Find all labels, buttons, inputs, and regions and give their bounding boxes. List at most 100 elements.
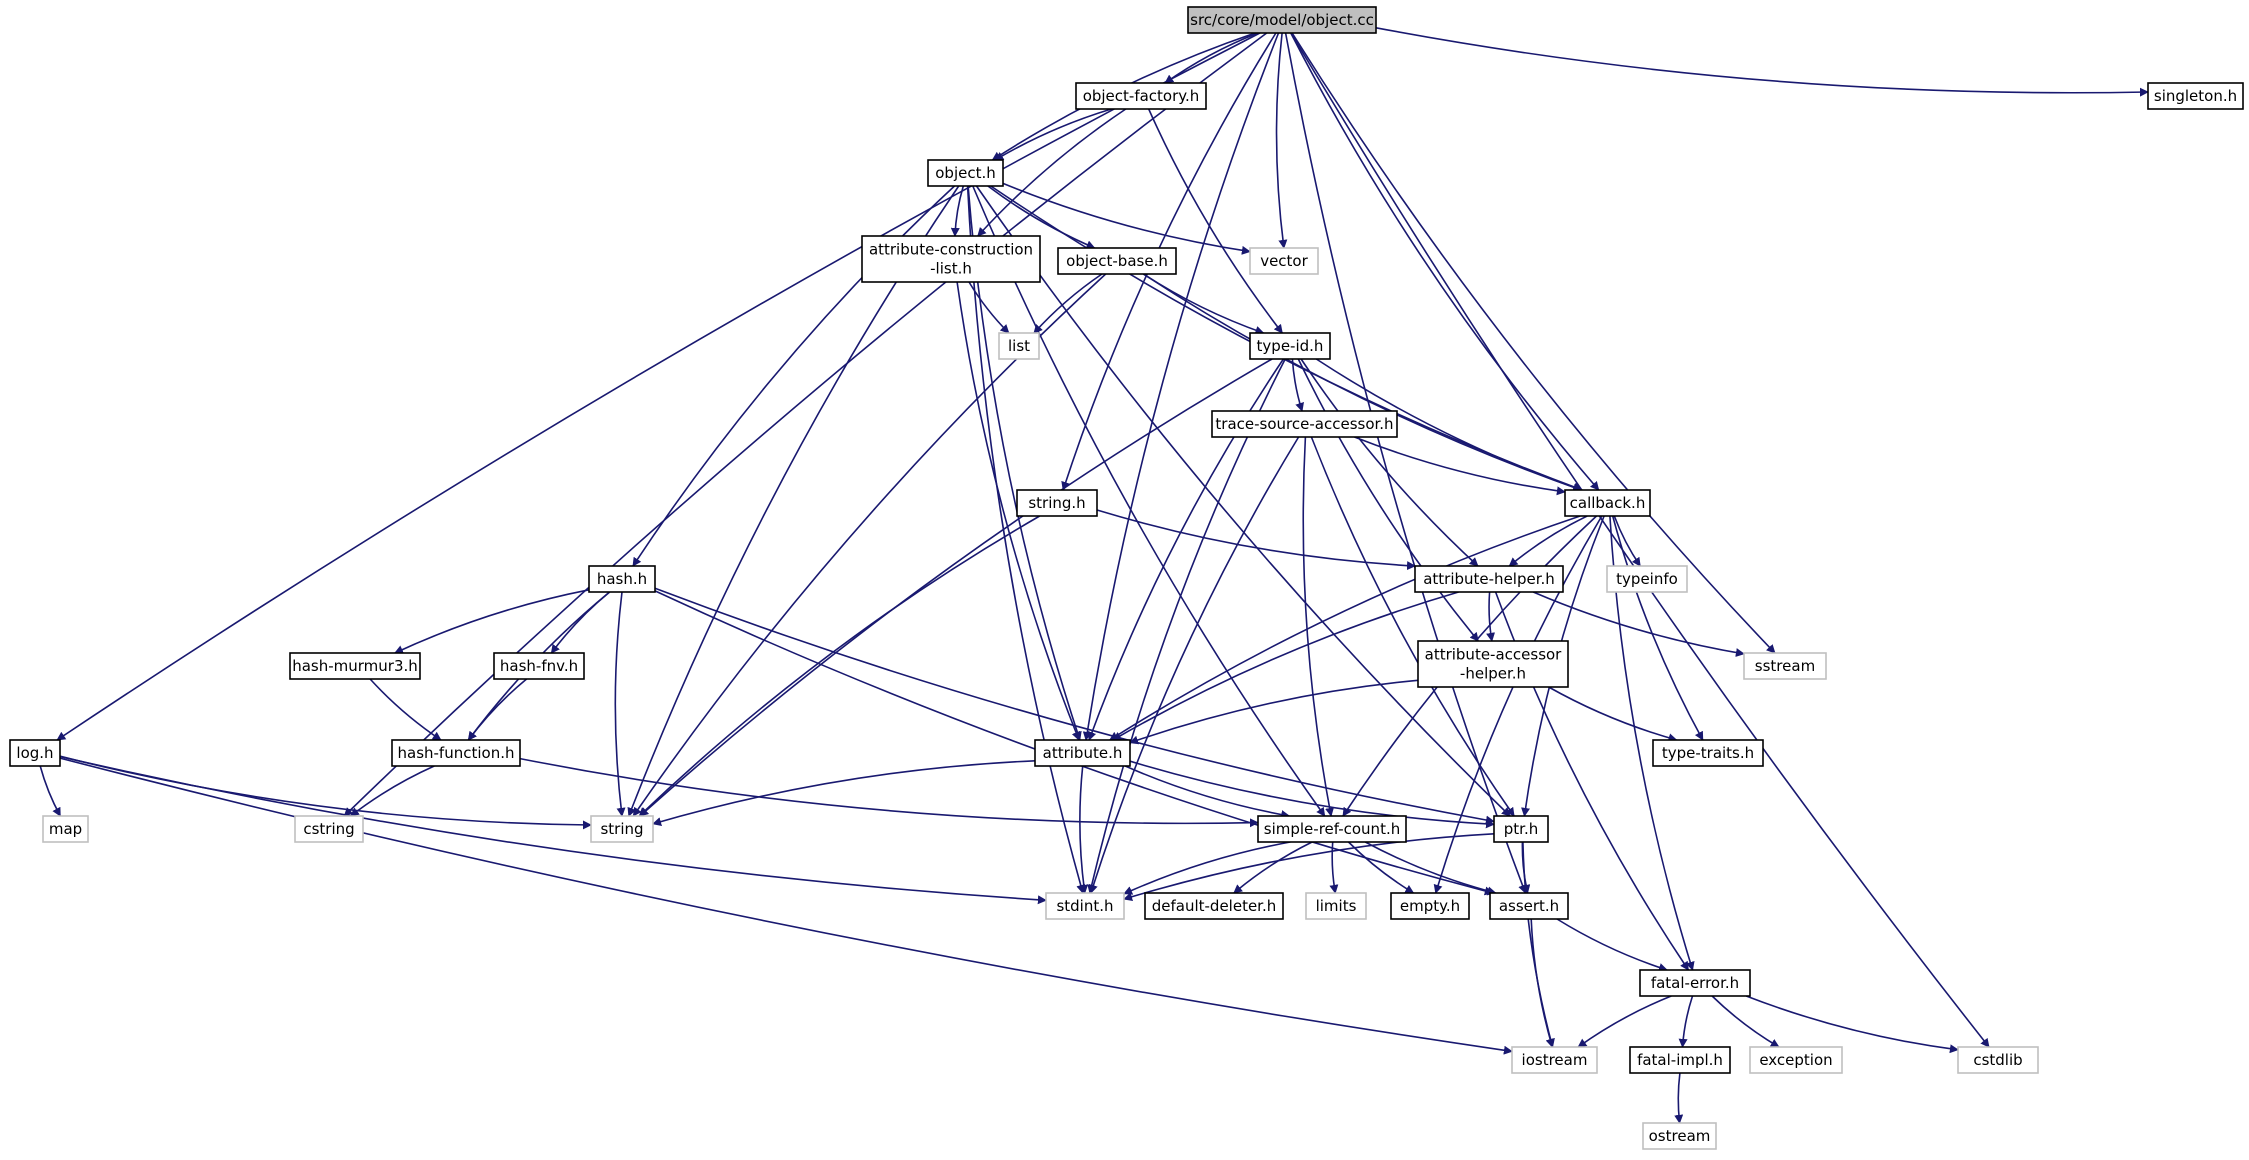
node-label: attribute-helper.h xyxy=(1423,570,1555,588)
edge-type_id_h-to-attribute_h xyxy=(1087,358,1285,741)
node-box xyxy=(1957,1046,2039,1074)
edge-root-to-cstring xyxy=(343,32,1268,817)
node-box xyxy=(1057,247,1177,275)
node-simple-ref-count-h[interactable]: simple-ref-count.h xyxy=(1257,815,1407,843)
node-limits: limits xyxy=(1305,892,1367,920)
node-box xyxy=(1414,565,1564,593)
edge-string_h-to-attribute_helper_h xyxy=(1096,509,1416,571)
node-label: type-traits.h xyxy=(1662,744,1754,762)
node-singleton-h[interactable]: singleton.h xyxy=(2147,82,2244,110)
edge-assert_h-to-iostream xyxy=(1530,918,1555,1048)
edge-attribute_h-to-ptr_h xyxy=(1129,760,1495,829)
node-label: attribute.h xyxy=(1043,744,1123,762)
node-label: assert.h xyxy=(1499,897,1559,915)
node-ptr-h[interactable]: ptr.h xyxy=(1493,815,1549,843)
node-assert-h[interactable]: assert.h xyxy=(1489,892,1569,920)
node-box xyxy=(1639,969,1751,997)
node-box xyxy=(9,739,61,767)
node-box xyxy=(1390,892,1470,920)
edge-attr_construction_list_h-to-attribute_h xyxy=(956,281,1081,741)
node-callback-h[interactable]: callback.h xyxy=(1564,489,1651,517)
node-hash-murmur3-h[interactable]: hash-murmur3.h xyxy=(289,652,421,680)
node-box xyxy=(1493,815,1549,843)
edge-object_h-to-object_base_h xyxy=(987,185,1096,249)
node-box xyxy=(1257,815,1407,843)
edge-simple_ref_count_h-to-assert_h xyxy=(1364,841,1497,896)
node-object-base-h[interactable]: object-base.h xyxy=(1057,247,1177,275)
node-box xyxy=(1564,489,1651,517)
node-object-h[interactable]: object.h xyxy=(927,159,1004,187)
node-label: singleton.h xyxy=(2154,87,2237,105)
edge-callback_h-to-typeinfo xyxy=(1613,515,1641,567)
edge-attribute_h-to-stdint_h xyxy=(1079,765,1089,894)
node-fatal-error-h[interactable]: fatal-error.h xyxy=(1639,969,1751,997)
edge-assert_h-to-fatal_error_h xyxy=(1556,918,1668,972)
edge-root-to-singleton_h xyxy=(1375,27,2149,97)
node-label: trace-source-accessor.h xyxy=(1215,415,1393,433)
node-type-traits-h[interactable]: type-traits.h xyxy=(1652,739,1764,767)
node-box xyxy=(1249,332,1331,360)
node-label: fatal-error.h xyxy=(1651,974,1739,992)
node-box xyxy=(1016,489,1098,517)
node-type-id-h[interactable]: type-id.h xyxy=(1249,332,1331,360)
edge-type_id_h-to-attribute_accessor_helper_h xyxy=(1297,358,1479,642)
node-label: exception xyxy=(1759,1051,1832,1069)
edge-object_h-to-ptr_h xyxy=(975,185,1511,817)
node-box xyxy=(1144,892,1284,920)
node-vector: vector xyxy=(1249,247,1319,275)
node-box xyxy=(1489,892,1569,920)
edge-type_id_h-to-attribute_helper_h xyxy=(1300,358,1479,567)
node-box xyxy=(1417,640,1569,688)
node-object-factory-h[interactable]: object-factory.h xyxy=(1075,82,1207,110)
node-log-h[interactable]: log.h xyxy=(9,739,61,767)
node-box xyxy=(1511,1046,1598,1074)
node-label: -helper.h xyxy=(1460,665,1526,683)
node-label: callback.h xyxy=(1570,494,1646,512)
node-box xyxy=(588,565,656,593)
node-attribute-h[interactable]: attribute.h xyxy=(1034,739,1131,767)
node-hash-function-h[interactable]: hash-function.h xyxy=(391,739,521,767)
node-empty-h[interactable]: empty.h xyxy=(1390,892,1470,920)
node-default-deleter-h[interactable]: default-deleter.h xyxy=(1144,892,1284,920)
dependency-nodes: src/core/model/object.cc object-factory.h… xyxy=(9,6,2244,1150)
edge-fatal_impl_h-to-ostream xyxy=(1674,1072,1684,1124)
edge-attribute_helper_h-to-sstream xyxy=(1532,591,1745,657)
node-label: hash-function.h xyxy=(398,744,515,762)
node-root[interactable]: src/core/model/object.cc xyxy=(1187,6,1377,34)
node-label: cstring xyxy=(303,820,354,838)
node-box xyxy=(294,815,364,843)
node-map: map xyxy=(42,815,89,843)
edge-root-to-log_h xyxy=(56,32,1261,741)
edge-attr_construction_list_h-to-list xyxy=(968,281,1010,334)
edge-type_id_h-to-trace_source_accessor_h xyxy=(1291,358,1304,412)
node-label: list xyxy=(1008,337,1030,355)
node-box xyxy=(1642,1122,1717,1150)
node-hash-fnv-h[interactable]: hash-fnv.h xyxy=(493,652,585,680)
node-label: iostream xyxy=(1522,1051,1588,1069)
node-trace-source-accessor-h[interactable]: trace-source-accessor.h xyxy=(1211,410,1398,438)
node-attribute-helper-h[interactable]: attribute-helper.h xyxy=(1414,565,1564,593)
edge-root-to-vector xyxy=(1275,32,1288,249)
node-attr-construction-list-h[interactable]: attribute-construction-list.h xyxy=(861,235,1041,283)
node-fatal-impl-h[interactable]: fatal-impl.h xyxy=(1629,1046,1731,1074)
edge-fatal_error_h-to-exception xyxy=(1711,995,1780,1048)
edge-log_h-to-iostream xyxy=(59,757,1513,1055)
edge-root-to-assert_h xyxy=(1284,32,1527,894)
node-hash-h[interactable]: hash.h xyxy=(588,565,656,593)
edge-object_h-to-vector xyxy=(1002,182,1251,255)
node-attribute-accessor-helper-h[interactable]: attribute-accessor-helper.h xyxy=(1417,640,1569,688)
edge-fatal_error_h-to-iostream xyxy=(1577,995,1672,1048)
node-string: string xyxy=(590,815,654,843)
node-label: attribute-construction xyxy=(869,241,1033,259)
node-string-h[interactable]: string.h xyxy=(1016,489,1098,517)
edge-fatal_error_h-to-cstdlib xyxy=(1745,995,1959,1054)
edge-simple_ref_count_h-to-stdint_h xyxy=(1123,841,1291,895)
edge-simple_ref_count_h-to-limits xyxy=(1329,841,1339,894)
node-box xyxy=(493,652,585,680)
node-box xyxy=(1629,1046,1731,1074)
edge-type_id_h-to-string xyxy=(639,358,1273,817)
edge-trace_source_accessor_h-to-callback_h xyxy=(1354,436,1566,496)
edge-object_factory_h-to-type_id_h xyxy=(1147,108,1283,334)
edge-hash_h-to-hash_murmur3_h xyxy=(394,589,590,654)
edge-log_h-to-map xyxy=(39,765,62,817)
